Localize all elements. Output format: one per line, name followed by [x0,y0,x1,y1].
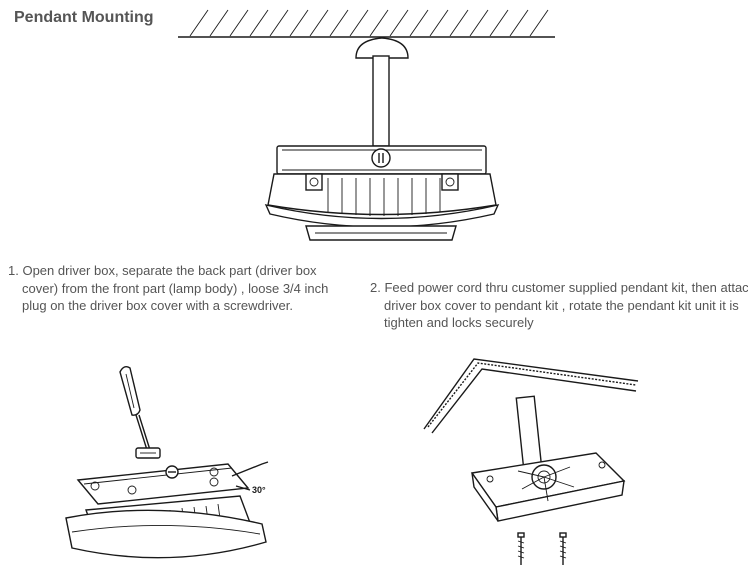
angle-label: 30° [252,485,266,495]
plug-icon [135,447,161,459]
mounting-screw-icon [517,532,525,565]
step-2-text: Feed power cord thru customer supplied p… [384,280,748,330]
pendant-fixture-illustration [178,9,555,241]
ceiling-hatch-icon [189,9,549,37]
step-2-instruction: 2. Feed power cord thru customer supplie… [370,279,748,332]
screwdriver-icon [119,365,151,451]
mounting-screw-icon [559,532,567,565]
page-title: Pendant Mounting [14,9,154,26]
driver-box-open-illustration: 30° [65,365,269,559]
step-2-number: 2. [370,280,381,295]
step-1-instruction: 1. Open driver box, separate the back pa… [8,262,347,315]
step-1-text: Open driver box, separate the back part … [22,263,329,313]
step-1-number: 1. [8,263,19,278]
pendant-kit-illustration [423,358,639,565]
